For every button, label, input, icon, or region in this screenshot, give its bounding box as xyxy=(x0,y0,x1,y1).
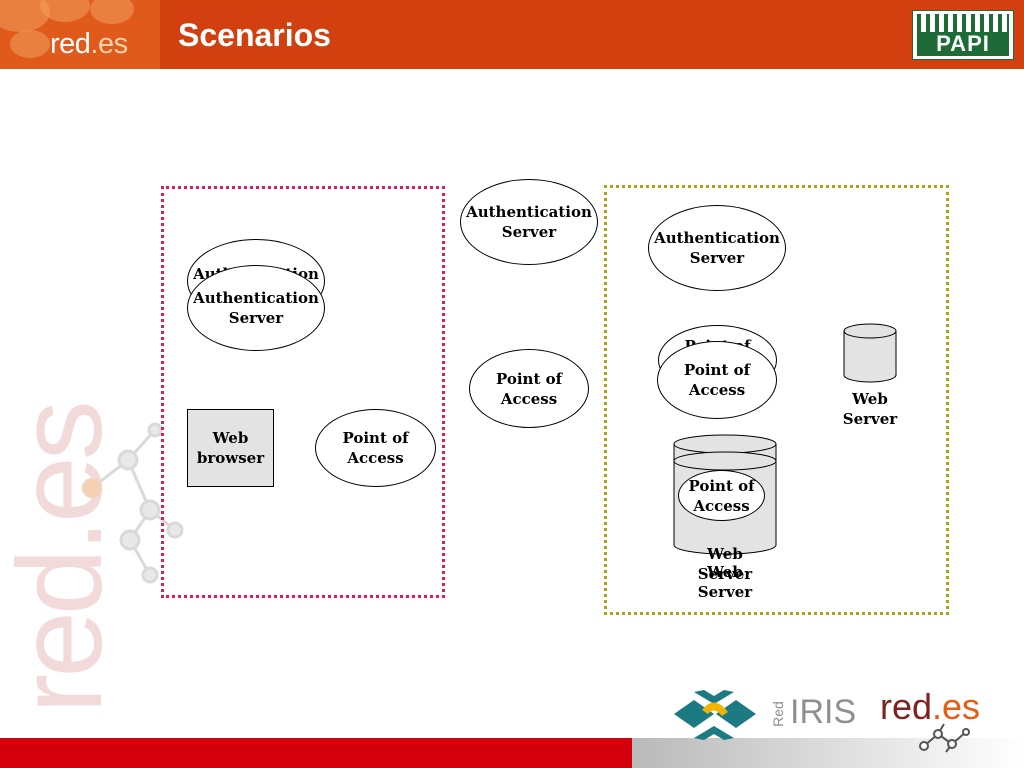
point-of-access-node: Point of Access xyxy=(315,409,436,487)
web-server-label: Web Server xyxy=(842,390,898,428)
stack-point-of-access-node: Point of Access xyxy=(678,470,765,521)
right-auth-server-node: Authentication Server xyxy=(648,205,786,291)
right-scenario-zone xyxy=(604,185,949,615)
stack-web-server-label-back: Web Server xyxy=(697,545,753,583)
center-point-of-access-node: Point of Access xyxy=(469,349,589,428)
rediris-prefix: Red xyxy=(769,701,786,727)
papi-logo: PAPI xyxy=(912,10,1014,60)
stack-web-server-label: Web Server xyxy=(697,563,753,601)
rediris-label: IRIS xyxy=(790,693,857,731)
auth-server-node: Authentication Server xyxy=(187,265,325,351)
molecule-watermark xyxy=(82,422,184,584)
left-scenario-zone xyxy=(161,186,445,598)
footer-gradient xyxy=(632,738,1024,768)
web-browser-node: Web browser xyxy=(187,409,274,487)
footer-bar xyxy=(0,738,632,768)
header-bar: red.es Scenarios PAPI xyxy=(0,0,1024,69)
rediris-header-logo: red.es xyxy=(0,0,160,69)
page-title: Scenarios xyxy=(178,17,331,53)
header-logo-text: red.es xyxy=(50,28,128,60)
papi-logo-label: PAPI xyxy=(917,32,1009,56)
papi-logo-stripes xyxy=(917,14,1009,32)
center-auth-server-node: Authentication Server xyxy=(460,179,598,265)
rediris-x-logo-icon xyxy=(674,690,756,740)
molecule-logo-icon xyxy=(919,723,970,753)
right-point-of-access-node: Point of Access xyxy=(657,341,777,419)
red-es-footer-logo: red.es xyxy=(880,686,981,727)
web-server-cylinder-icon xyxy=(843,323,897,383)
